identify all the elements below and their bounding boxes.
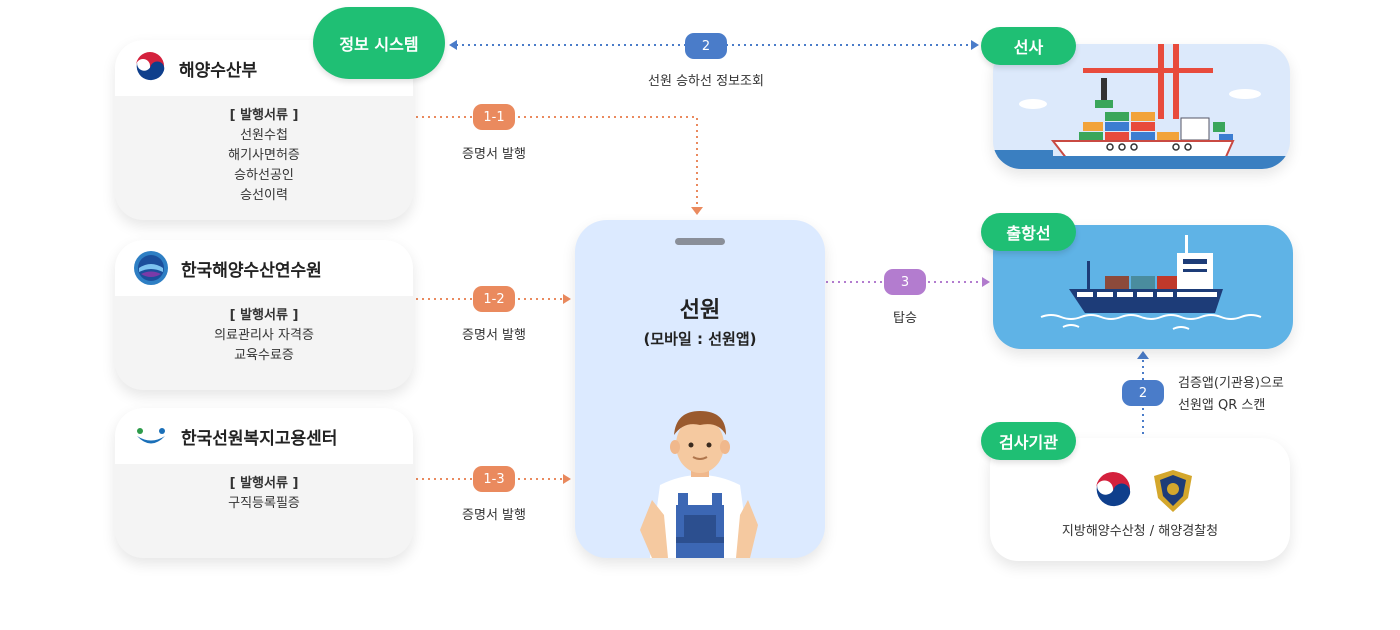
label-line: 검증앱(기관용)으로 [1178, 376, 1284, 391]
step-label-3: 탑승 [893, 311, 917, 326]
arrow-down-icon [691, 207, 703, 215]
welfare-logo-icon [137, 428, 165, 444]
step-badge-2-bottom: 2 [1122, 380, 1164, 406]
card-header: 한국해양수산연수원 [115, 240, 413, 296]
arrow-left-icon [449, 40, 457, 50]
arrow-right-icon [563, 294, 571, 304]
arrow-up-icon [1137, 351, 1149, 359]
step-label-1-2: 증명서 발행 [462, 328, 526, 343]
inspection-agency-tag: 검사기관 [981, 422, 1076, 460]
card-docs: [ 발행서류 ] 의료관리사 자격증 교육수료증 [115, 296, 413, 366]
step-label-1-1: 증명서 발행 [462, 147, 526, 162]
card-title: 한국해양수산연수원 [181, 260, 322, 281]
info-system-tag: 정보 시스템 [313, 7, 445, 79]
doc-item: 승선이력 [240, 188, 288, 203]
port-crane-ship-icon [993, 44, 1290, 169]
card-docs: [ 발행서류 ] 선원수첩 해기사면허증 승하선공인 승선이력 [115, 96, 413, 206]
doc-item: 구직등록필증 [228, 496, 300, 511]
docs-heading: [ 발행서류 ] [229, 476, 299, 491]
cargo-ship-icon [1040, 235, 1262, 330]
step-label-2-top: 선원 승하선 정보조회 [648, 74, 764, 89]
seafarer-figure-icon [640, 411, 758, 558]
card-title: 해양수산부 [179, 60, 258, 81]
step-badge-1-3: 1-3 [473, 466, 515, 492]
seafarer-phone-card: 선원 (모바일 : 선원앱) [575, 220, 825, 558]
seafarer-title: 선원 [679, 298, 721, 323]
card-title: 한국선원복지고용센터 [181, 428, 338, 449]
doc-item: 의료관리사 자격증 [214, 328, 314, 343]
arrow-right-icon [971, 40, 979, 50]
label-line: 선원앱 QR 스캔 [1178, 398, 1266, 413]
doc-item: 해기사면허증 [228, 148, 300, 163]
phone-speaker [675, 238, 725, 245]
arrow-right-icon [563, 474, 571, 484]
step-label-2-bottom: 검증앱(기관용)으로 선원앱 QR 스캔 [1178, 373, 1284, 417]
docs-heading: [ 발행서류 ] [229, 108, 299, 123]
taegeuk-logo-icon [134, 52, 166, 84]
shipping-company-tag: 선사 [981, 27, 1076, 65]
doc-item: 선원수첩 [240, 128, 288, 143]
step-badge-1-2: 1-2 [473, 286, 515, 312]
card-training-institute: 한국해양수산연수원 [ 발행서류 ] 의료관리사 자격증 교육수료증 [115, 240, 413, 390]
step-label-1-3: 증명서 발행 [462, 508, 526, 523]
doc-item: 승하선공인 [234, 168, 294, 183]
docs-heading: [ 발행서류 ] [229, 308, 299, 323]
step-badge-1-1: 1-1 [473, 104, 515, 130]
card-docs: [ 발행서류 ] 구직등록필증 [115, 464, 413, 514]
inspection-agency-label: 지방해양수산청 / 해양경찰청 [1061, 524, 1219, 539]
card-header: 한국선원복지고용센터 [115, 408, 413, 464]
seafarer-subtitle: (모바일 : 선원앱) [643, 330, 757, 348]
arrow-right-icon [982, 277, 990, 287]
doc-item: 교육수료증 [234, 348, 294, 363]
step-badge-3: 3 [884, 269, 926, 295]
institute-logo-icon [134, 251, 168, 285]
card-welfare-center: 한국선원복지고용센터 [ 발행서류 ] 구직등록필증 [115, 408, 413, 558]
step-badge-2-top: 2 [685, 33, 727, 59]
taegeuk-logo-icon [1094, 472, 1132, 510]
coast-guard-emblem-icon [1154, 470, 1192, 512]
departing-ship-tag: 출항선 [981, 213, 1076, 251]
